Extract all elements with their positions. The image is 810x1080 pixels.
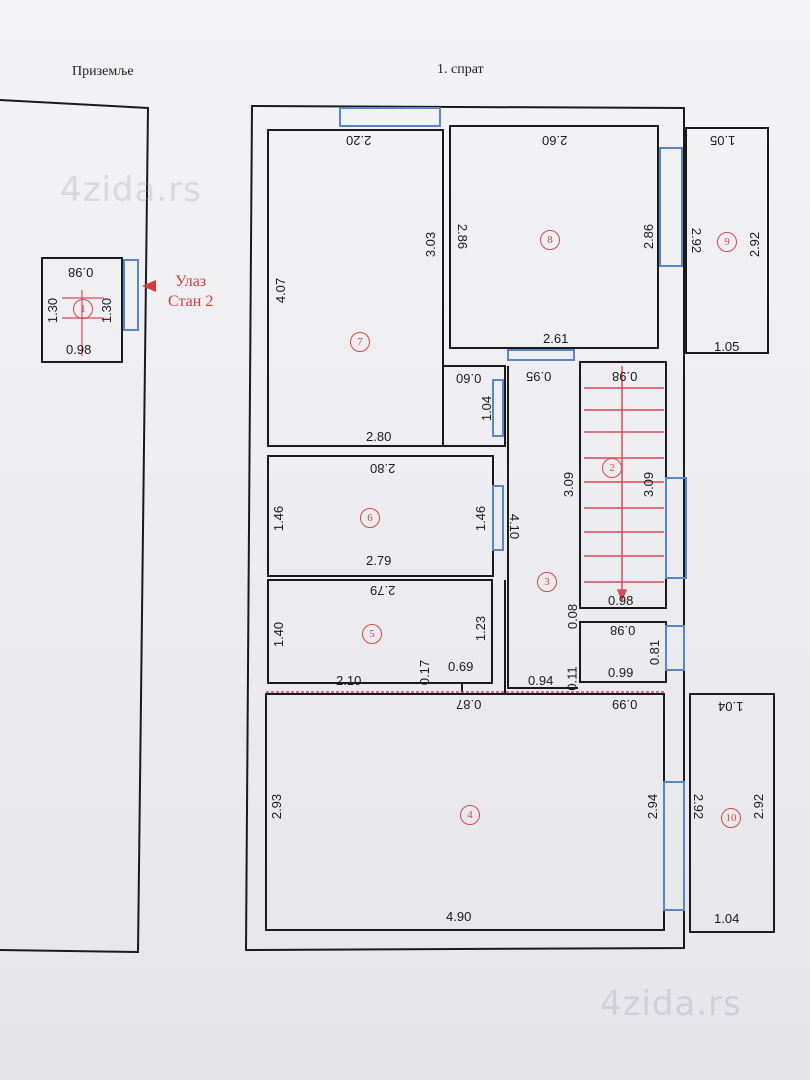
dim-room4-bottom: 4.90 <box>446 909 472 924</box>
first-floor-outer-wall <box>244 104 685 952</box>
dim-room9-left: 2.92 <box>689 227 705 254</box>
dim-wc-gap: 0.11 <box>564 666 580 691</box>
window-room6 <box>492 485 504 551</box>
dim-room2-left: 3.09 <box>561 471 577 498</box>
dim-room4-top-left: 0.87 <box>456 697 482 712</box>
window-wc <box>665 625 685 671</box>
dim-room4-top-right: 0.99 <box>612 697 638 712</box>
window-top <box>339 107 441 127</box>
dim-room5-right: 1.23 <box>473 615 489 642</box>
dim-room10-right: 2.92 <box>751 793 767 820</box>
dim-room6-left: 1.46 <box>271 505 287 532</box>
dim-stair-gap-a: 0.08 <box>565 603 581 630</box>
dim-room5-top: 2.79 <box>370 583 396 598</box>
dim-room6-top: 2.80 <box>370 461 396 476</box>
room-number-10: 10 <box>721 808 741 828</box>
dim-room6-bottom: 2.79 <box>366 553 392 568</box>
dim-room1-right: 1.30 <box>99 297 115 324</box>
room-number-6: 6 <box>360 508 380 528</box>
room-5-outline <box>267 579 493 684</box>
entry-line2: Стан 2 <box>168 293 214 310</box>
entry-label: Улаз Стан 2 <box>168 272 213 312</box>
dim-room3-top: 0.95 <box>526 369 552 384</box>
room-7-outline <box>267 129 444 447</box>
dim-room10-left: 2.92 <box>691 793 707 820</box>
window-room8 <box>659 147 683 267</box>
first-floor-title: 1. спрат <box>437 62 484 77</box>
dim-room7-right: 3.03 <box>423 231 439 258</box>
dim-room10-top: 1.04 <box>718 699 744 714</box>
dim-room1-left: 1.30 <box>45 297 61 324</box>
room-8-outline <box>449 125 659 349</box>
watermark-bottom: 4zida.rs <box>600 984 742 1024</box>
dim-room8-top: 2.60 <box>542 133 568 148</box>
dim-room2-top: 0.98 <box>612 369 638 384</box>
dim-stair-gap-b: 0.98 <box>610 623 636 638</box>
dim-room9-right: 2.92 <box>747 231 763 258</box>
dim-wc-right: 0.81 <box>647 639 663 666</box>
room-number-2: 2 <box>602 458 622 478</box>
dim-room6-right: 1.46 <box>473 505 489 532</box>
dim-room3-bottom: 0.94 <box>528 673 554 688</box>
entry-line1: Улаз <box>175 273 207 290</box>
dim-room8-bottom: 2.61 <box>543 331 569 346</box>
room-number-8: 8 <box>540 230 560 250</box>
window-room2 <box>665 477 687 579</box>
window-entry <box>123 259 139 331</box>
dim-wc-top: 0.99 <box>608 665 634 680</box>
dim-room2-right: 3.09 <box>641 471 657 498</box>
dim-room9-bottom: 1.05 <box>714 339 740 354</box>
room-number-4: 4 <box>460 805 480 825</box>
dim-room10-bottom: 1.04 <box>714 911 740 926</box>
watermark-top: 4zida.rs <box>60 170 202 210</box>
dim-room2-bottom: 0.98 <box>608 593 634 608</box>
dim-room3-right: 4.10 <box>507 513 523 540</box>
room-10-outline <box>689 693 775 933</box>
dim-room7-top: 2.20 <box>346 133 372 148</box>
room-1-outline <box>41 257 123 363</box>
room-number-3: 3 <box>537 572 557 592</box>
dim-room7-notch-w: 0.60 <box>456 371 482 386</box>
room-number-9: 9 <box>717 232 737 252</box>
dim-room4-right: 2.94 <box>645 793 661 820</box>
dim-room8-right: 2.86 <box>641 223 657 250</box>
dim-room4-left: 2.93 <box>269 793 285 820</box>
room-7-notch <box>443 365 506 447</box>
ground-floor-wall <box>0 99 150 954</box>
dim-room1-top: 0.98 <box>68 265 94 280</box>
room-number-5: 5 <box>362 624 382 644</box>
dim-room5-bottom: 2.10 <box>336 673 362 688</box>
dim-room7-left: 4.07 <box>273 277 289 304</box>
dim-room1-bottom: 0.98 <box>66 342 92 357</box>
dim-room7-bottom: 2.80 <box>366 429 392 444</box>
dim-room5-left: 1.40 <box>271 621 287 648</box>
room-3-wall <box>507 366 578 689</box>
room-number-1: 1 <box>73 299 93 319</box>
room-number-7: 7 <box>350 332 370 352</box>
dim-room5-notch-w: 0.69 <box>448 659 474 674</box>
dim-room8-left: 2.86 <box>455 223 471 250</box>
room-9-outline <box>685 127 769 354</box>
window-room7-notch <box>492 379 504 437</box>
dim-room7-notch-h: 1.04 <box>479 395 495 422</box>
ground-floor-title: Приземље <box>72 64 134 79</box>
window-room8-bottom <box>507 349 575 361</box>
entry-arrow-icon <box>142 280 156 292</box>
dim-room5-notch-h: 0.17 <box>417 659 433 686</box>
window-room4 <box>663 781 685 911</box>
dim-room9-top: 1.05 <box>710 133 736 148</box>
